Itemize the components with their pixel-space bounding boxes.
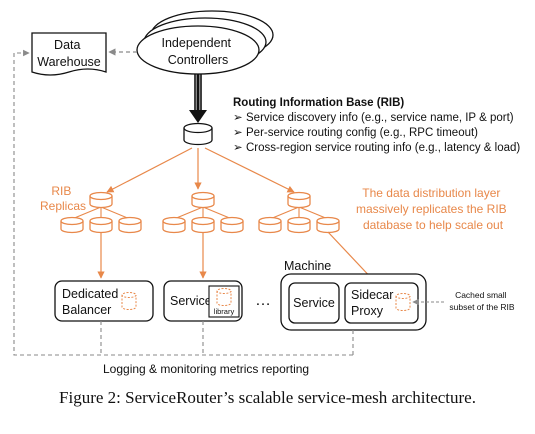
figure-caption: Figure 2: ServiceRouter’s scalable servi… (59, 388, 476, 407)
controllers-label-2: Controllers (168, 53, 228, 67)
controllers-to-rib-arrow (189, 74, 207, 123)
machine-service-box (288, 282, 340, 324)
sidecar-proxy-label-2: Proxy (351, 304, 384, 318)
data-warehouse-label-1: Data (54, 38, 80, 52)
distribution-note-1: The data distribution layer (362, 186, 500, 200)
machine-service-label: Service (293, 296, 335, 310)
rib-bullet-glyph-3: ➢ (233, 142, 243, 154)
svg-text:Data Warehouse: Data Warehouse (37, 38, 101, 69)
distribution-note-2: massively replicates the RIB (356, 202, 507, 216)
library-box (208, 285, 240, 318)
controllers-cloud-stack (136, 10, 274, 75)
rib-bullet-glyph-2: ➢ (233, 127, 243, 139)
more-ellipsis: … (255, 292, 271, 309)
data-warehouse-label-2: Warehouse (37, 55, 101, 69)
replica-tree-right (258, 191, 340, 234)
controllers-label-1: Independent (162, 36, 232, 50)
svg-text:RIB Replicas: RIB Replicas (40, 184, 86, 213)
replica-tree-left (60, 191, 142, 234)
service-app-label: Service (170, 294, 212, 308)
svg-text:Dedicated Balancer: Dedicated Balancer (62, 287, 122, 317)
rib-replicas-label-1: RIB (51, 184, 71, 198)
cached-note-1: Cached small (455, 290, 507, 300)
rib-distribution-arrows (106, 147, 295, 193)
rib-database-icon (183, 122, 213, 146)
svg-text:Independent Controllers: Independent Controllers (162, 36, 235, 67)
sidecar-proxy-label-1: Sidecar (351, 288, 393, 302)
rib-replicas-label-2: Replicas (40, 199, 86, 213)
rib-bullet-glyph-1: ➢ (233, 112, 243, 124)
rib-bullet-3: Cross-region service routing info (e.g.,… (246, 142, 520, 154)
cached-note-2: subset of the RIB (449, 302, 515, 312)
logging-label: Logging & monitoring metrics reporting (103, 362, 309, 376)
library-label: library (214, 307, 235, 316)
rib-bullet-1: Service discovery info (e.g., service na… (246, 112, 514, 124)
rib-bullet-2: Per-service routing config (e.g., RPC ti… (246, 127, 478, 139)
svg-text:The data distribution layer: The data distribution layer massively re… (356, 186, 510, 232)
svg-text:Cached small subset of the: Cached small subset of the RIB (449, 290, 515, 312)
dedicated-balancer-label-2: Balancer (62, 303, 111, 317)
data-warehouse-shape (31, 32, 107, 76)
dedicated-balancer-label-1: Dedicated (62, 287, 118, 301)
logging-feedback-lines (13, 49, 354, 356)
svg-text:Sidecar Proxy: Sidecar Proxy (351, 288, 397, 318)
machine-label: Machine (284, 259, 331, 273)
rib-title: Routing Information Base (RIB) (233, 97, 404, 109)
dedicated-balancer-box (54, 280, 154, 322)
distribution-note-3: database to help scale out (363, 218, 504, 232)
replica-tree-middle (162, 191, 244, 234)
